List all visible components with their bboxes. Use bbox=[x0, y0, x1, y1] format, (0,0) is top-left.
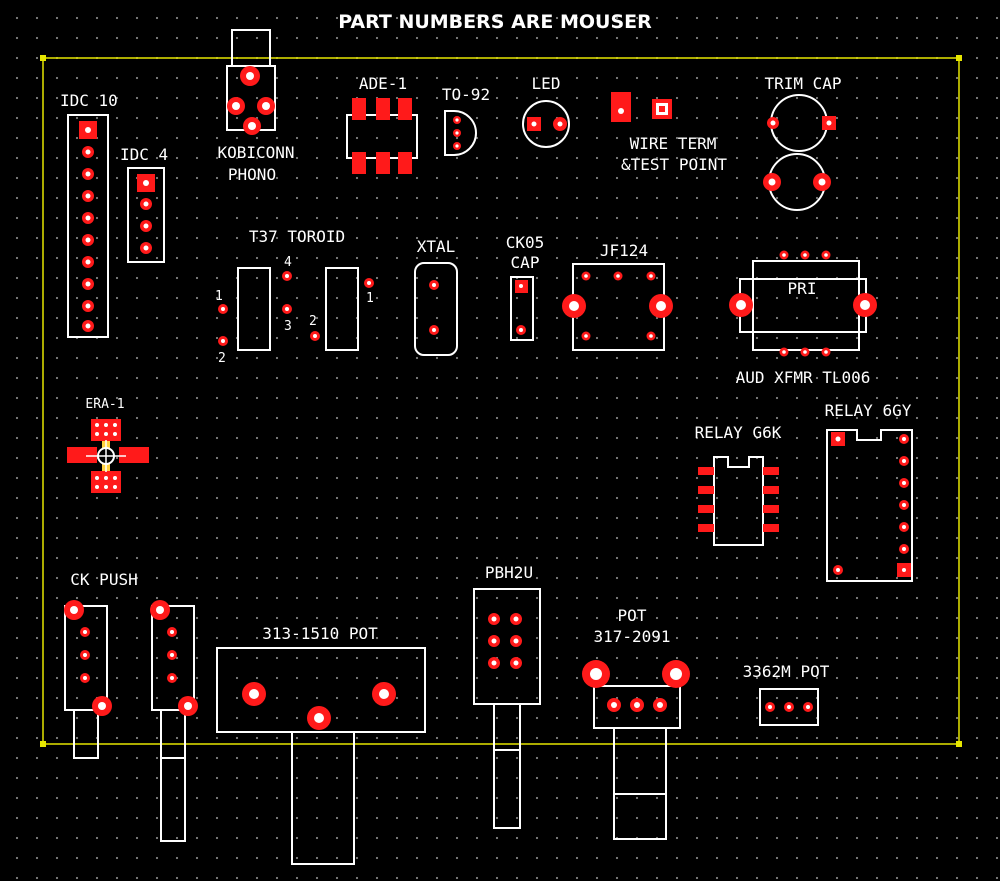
pot-317-label: 317-2091 bbox=[593, 627, 670, 646]
pot-317-2091[interactable]: POT 317-2091 bbox=[582, 606, 690, 840]
xtal-label: XTAL bbox=[417, 237, 456, 256]
pot-313-1510[interactable]: 313-1510 POT bbox=[216, 624, 426, 865]
audio-transformer-tl006[interactable]: PRI AUD XFMR TL006 bbox=[729, 250, 877, 388]
kobiconn-label: KOBICONN bbox=[217, 143, 294, 162]
ade1-mixer[interactable]: ADE-1 bbox=[346, 74, 418, 174]
toroid-pin-q2: 2 bbox=[309, 314, 317, 329]
ade1-label: ADE-1 bbox=[359, 74, 407, 93]
relay-g6k-label: RELAY G6K bbox=[695, 423, 782, 442]
ck-push-label: CK PUSH bbox=[70, 570, 137, 589]
test-point-label: &TEST POINT bbox=[621, 155, 727, 174]
to92-label: TO-92 bbox=[442, 85, 490, 104]
ck05-cap[interactable]: CK05 CAP bbox=[506, 233, 545, 341]
wire-term-label: WIRE TERM bbox=[630, 134, 717, 153]
t37-label: T37 TOROID bbox=[249, 227, 345, 246]
toroid-pin-4: 4 bbox=[284, 255, 292, 270]
relay-g6k[interactable]: RELAY G6K bbox=[695, 423, 782, 546]
aud-xfmr-label: AUD XFMR TL006 bbox=[736, 368, 871, 387]
ck05-cap-label: CAP bbox=[511, 253, 540, 272]
to92-transistor[interactable]: TO-92 bbox=[442, 85, 490, 156]
trim-cap-label: TRIM CAP bbox=[764, 74, 841, 93]
xtal-crystal[interactable]: XTAL bbox=[414, 237, 458, 356]
pot-313-label: 313-1510 POT bbox=[262, 624, 378, 643]
toroid-pin-1: 1 bbox=[215, 289, 223, 304]
ck-push-switches[interactable]: CK PUSH bbox=[64, 570, 198, 842]
toroid-pin-2: 2 bbox=[218, 351, 226, 366]
era1-label: ERA-1 bbox=[85, 397, 124, 412]
jf124-label: JF124 bbox=[600, 241, 648, 260]
trim-cap[interactable]: TRIM CAP bbox=[763, 74, 842, 211]
relay-6gy[interactable]: RELAY 6GY bbox=[825, 401, 913, 582]
jf124-component[interactable]: JF124 bbox=[562, 241, 673, 351]
kobiconn-phono-jack[interactable]: KOBICONN PHONO bbox=[217, 29, 295, 184]
toroid-pin-3: 3 bbox=[284, 319, 292, 334]
pot-3362m-label: 3362M POT bbox=[743, 662, 830, 681]
idc10-header[interactable]: IDC 10 bbox=[60, 91, 118, 338]
idc4-header[interactable]: IDC 4 bbox=[120, 145, 168, 263]
pot-3362m[interactable]: 3362M POT bbox=[743, 662, 830, 726]
pot-label: POT bbox=[618, 606, 647, 625]
era1-amplifier[interactable]: ERA-1 bbox=[67, 397, 149, 493]
toroid-pin-q1: 1 bbox=[366, 291, 374, 306]
phono-label: PHONO bbox=[228, 165, 276, 184]
pbh2u-switch[interactable]: PBH2U bbox=[473, 563, 541, 829]
ck05-label: CK05 bbox=[506, 233, 545, 252]
board-outline bbox=[42, 57, 960, 745]
page-title: PART NUMBERS ARE MOUSER bbox=[338, 11, 652, 33]
idc10-label: IDC 10 bbox=[60, 91, 118, 110]
wire-term-test-point[interactable]: WIRE TERM &TEST POINT bbox=[611, 92, 727, 174]
relay-6gy-label: RELAY 6GY bbox=[825, 401, 912, 420]
led-label: LED bbox=[532, 74, 561, 93]
idc4-label: IDC 4 bbox=[120, 145, 168, 164]
xfmr-pri-label: PRI bbox=[788, 279, 817, 298]
pbh2u-label: PBH2U bbox=[485, 563, 533, 582]
t37-toroid[interactable]: T37 TOROID 1 2 3 4 1 2 bbox=[215, 227, 374, 366]
led[interactable]: LED bbox=[522, 74, 570, 148]
